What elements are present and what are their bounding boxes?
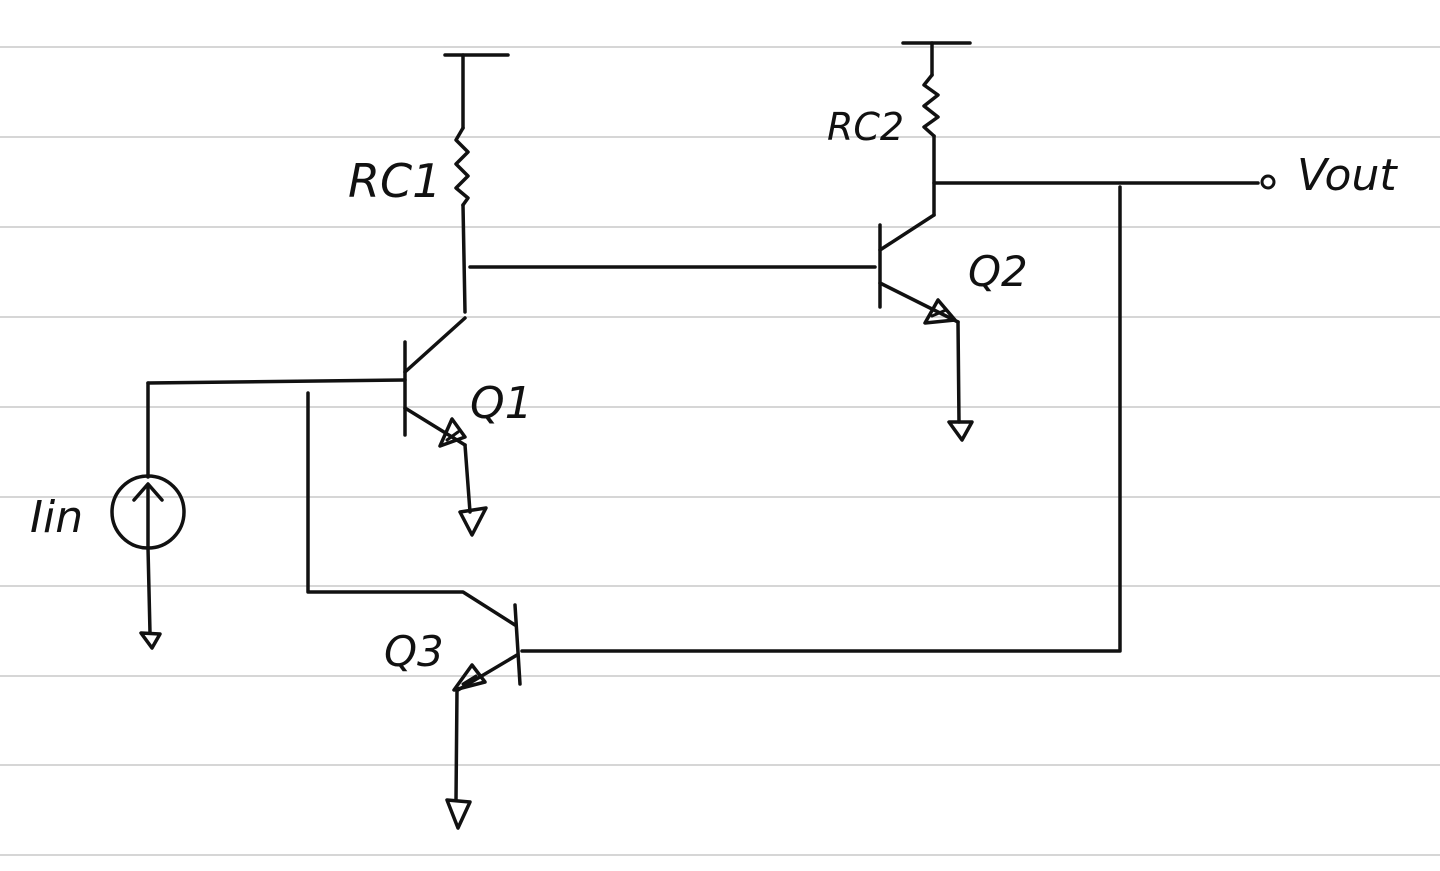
label-iin: Iin bbox=[30, 492, 83, 543]
transistor-q1 bbox=[403, 316, 467, 448]
resistor-rc2 bbox=[922, 73, 940, 217]
wire-feedback-to-q3-base bbox=[520, 185, 1122, 653]
label-rc1: RC1 bbox=[348, 154, 441, 208]
label-q1: Q1 bbox=[470, 378, 533, 429]
resistor-rc1 bbox=[454, 126, 470, 314]
wire-q3-collector bbox=[306, 391, 517, 627]
current-source-iin bbox=[110, 381, 186, 650]
ruled-lines bbox=[0, 46, 1440, 856]
wire-input-to-q1-base bbox=[146, 378, 407, 385]
label-q2: Q2 bbox=[968, 247, 1028, 296]
q1-emitter-ground bbox=[458, 443, 488, 537]
label-q3: Q3 bbox=[384, 627, 444, 676]
transistor-q3 bbox=[452, 603, 522, 692]
q2-emitter-ground bbox=[947, 320, 974, 442]
transistor-q2 bbox=[878, 213, 960, 325]
label-rc2: RC2 bbox=[827, 105, 904, 149]
label-vout: Vout bbox=[1297, 150, 1398, 201]
supply-rail-1 bbox=[443, 53, 510, 130]
q3-emitter-ground bbox=[445, 688, 472, 830]
supply-rail-2 bbox=[901, 41, 972, 77]
output-node bbox=[932, 174, 1276, 190]
